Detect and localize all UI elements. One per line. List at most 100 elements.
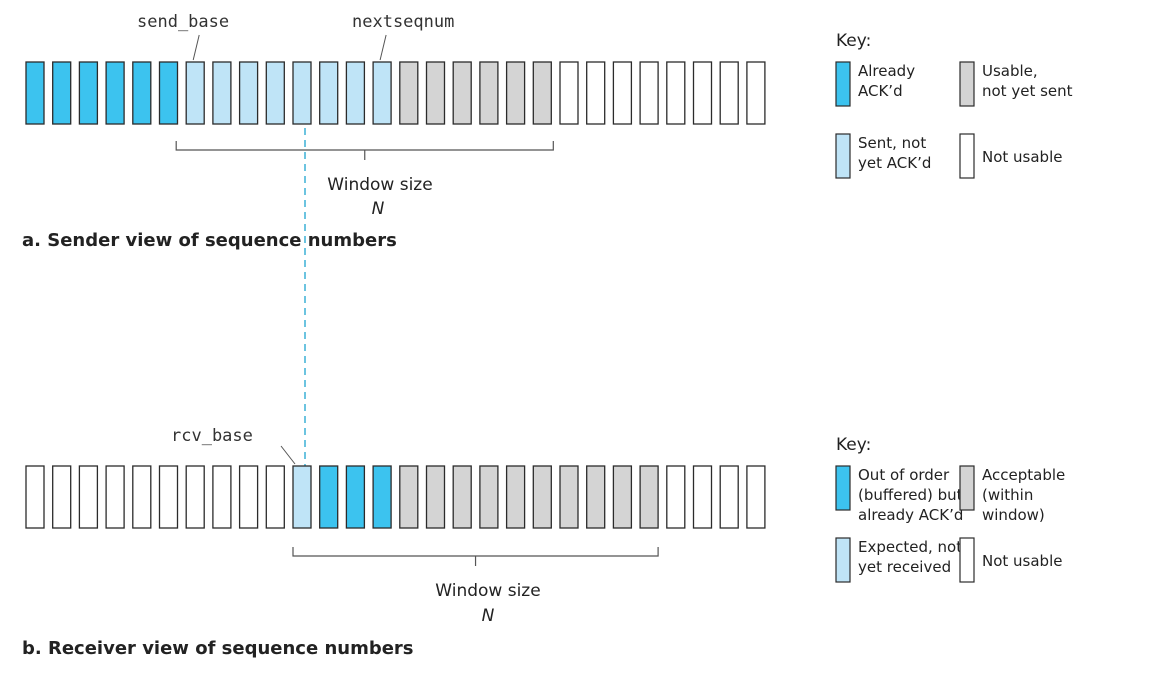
- sender-window-size-symbol: N: [372, 199, 385, 219]
- sender-key-title: Key:: [836, 31, 871, 51]
- receiver-slot-none: [265, 465, 285, 529]
- sender-key-label: Not usable: [982, 148, 1062, 166]
- receiver-key-label: Out of order: [858, 466, 950, 484]
- receiver-slot-acceptable: [505, 465, 526, 529]
- receiver-key-label: Not usable: [982, 552, 1062, 570]
- sender-slot-sent: [265, 61, 285, 125]
- sender-slot-sent: [372, 61, 392, 125]
- receiver-slot-acceptable: [532, 465, 552, 529]
- receiver-slot-expected: [292, 465, 312, 529]
- sender-key-label: Usable,: [982, 62, 1038, 80]
- receiver-slot-acceptable: [452, 465, 472, 529]
- sender-slot-acked: [158, 61, 179, 125]
- sender-slot-none: [612, 61, 633, 125]
- sender-slot-none: [692, 61, 713, 125]
- receiver-slot-acceptable: [559, 465, 579, 529]
- receiver-slot-acceptable: [399, 465, 419, 529]
- sender-key-swatch-usable: [959, 61, 975, 107]
- receiver-slot-none: [746, 465, 766, 529]
- sender-key-swatch-sent: [835, 133, 851, 179]
- receiver-slot-buffered: [319, 465, 339, 529]
- receiver-slot-acceptable: [639, 465, 659, 529]
- receiver-slot-acceptable: [479, 465, 499, 529]
- receiver-slot-none: [25, 465, 45, 529]
- send-base-pointer-line: [192, 34, 200, 61]
- sender-slot-usable: [505, 61, 526, 125]
- sender-slot-usable: [399, 61, 419, 125]
- nextseqnum-pointer-line: [379, 34, 387, 61]
- sender-slot-acked: [52, 61, 72, 125]
- receiver-window-size-symbol: N: [482, 606, 495, 626]
- receiver-slot-none: [105, 465, 125, 529]
- sender-slot-none: [559, 61, 579, 125]
- sender-slot-sent: [345, 61, 366, 125]
- sender-slot-acked: [78, 61, 99, 125]
- sender-key-swatch-none: [959, 133, 975, 179]
- sender-slot-acked: [132, 61, 152, 125]
- rcv-base-pointer-line: [280, 445, 296, 465]
- sender-key-label: yet ACK’d: [858, 154, 931, 172]
- receiver-key-label: (within: [982, 486, 1033, 504]
- receiver-key-title: Key:: [836, 435, 871, 455]
- sender-slot-usable: [425, 61, 446, 125]
- receiver-key-label: window): [982, 506, 1045, 524]
- receiver-slot-acceptable: [425, 465, 446, 529]
- receiver-slot-none: [692, 465, 713, 529]
- sender-window-size-label: Window size: [327, 175, 432, 195]
- receiver-key-label: already ACK’d: [858, 506, 963, 524]
- receiver-slot-none: [238, 465, 259, 529]
- receiver-key: Key: Out of order (buffered) but already AC…: [835, 435, 1065, 583]
- receiver-key-label: Acceptable: [982, 466, 1065, 484]
- sender-slot-sent: [185, 61, 205, 125]
- sender-slot-none: [586, 61, 606, 125]
- receiver-slot-none: [666, 465, 686, 529]
- sender-slot-none: [746, 61, 766, 125]
- send-base-label: send_base: [137, 12, 229, 32]
- receiver-slot-buffered: [345, 465, 366, 529]
- receiver-slot-acceptable: [586, 465, 606, 529]
- nextseqnum-label: nextseqnum: [352, 12, 454, 32]
- receiver-key-swatch-expected: [835, 537, 851, 583]
- sender-slot-sent: [292, 61, 312, 125]
- sender-slot-acked: [105, 61, 125, 125]
- rcv-base-label: rcv_base: [171, 426, 253, 446]
- receiver-slot-acceptable: [612, 465, 633, 529]
- sender-slot-sent: [238, 61, 259, 125]
- receiver-slot-none: [212, 465, 232, 529]
- sender-key-label: ACK’d: [858, 82, 903, 100]
- receiver-window-size-label: Window size: [435, 581, 540, 601]
- sender-slot-sent: [319, 61, 339, 125]
- sender-key-label: Sent, not: [858, 134, 926, 152]
- receiver-key-swatch-none: [959, 537, 975, 583]
- sender-slot-none: [666, 61, 686, 125]
- sender-key-swatch-acked: [835, 61, 851, 107]
- receiver-key-swatch-buffered: [835, 465, 851, 511]
- sender-view: send_base nextseqnum Window size N a. Se…: [22, 12, 1073, 251]
- sender-slot-sent: [212, 61, 232, 125]
- sender-key-label: Already: [858, 62, 915, 80]
- sender-slot-usable: [479, 61, 499, 125]
- receiver-slot-none: [52, 465, 72, 529]
- receiver-key-label: Expected, not: [858, 538, 962, 556]
- sender-key-label: not yet sent: [982, 82, 1073, 100]
- sender-slot-none: [639, 61, 659, 125]
- sender-slot-usable: [532, 61, 552, 125]
- receiver-view: rcv_base Window size N b. Receiver view …: [22, 426, 1065, 659]
- sender-window-bracket: [175, 141, 554, 160]
- receiver-slot-none: [185, 465, 205, 529]
- receiver-slot-none: [158, 465, 179, 529]
- receiver-slot-none: [132, 465, 152, 529]
- receiver-window-bracket: [292, 547, 659, 566]
- receiver-key-swatch-acceptable: [959, 465, 975, 511]
- sender-sequence-slots: [25, 61, 766, 125]
- receiver-key-label: (buffered) but: [858, 486, 963, 504]
- sender-slot-none: [719, 61, 739, 125]
- sender-slot-usable: [452, 61, 472, 125]
- receiver-key-label: yet received: [858, 558, 951, 576]
- sender-caption: a. Sender view of sequence numbers: [22, 230, 397, 251]
- receiver-slot-none: [78, 465, 99, 529]
- receiver-slot-none: [719, 465, 739, 529]
- receiver-sequence-slots: [25, 465, 766, 529]
